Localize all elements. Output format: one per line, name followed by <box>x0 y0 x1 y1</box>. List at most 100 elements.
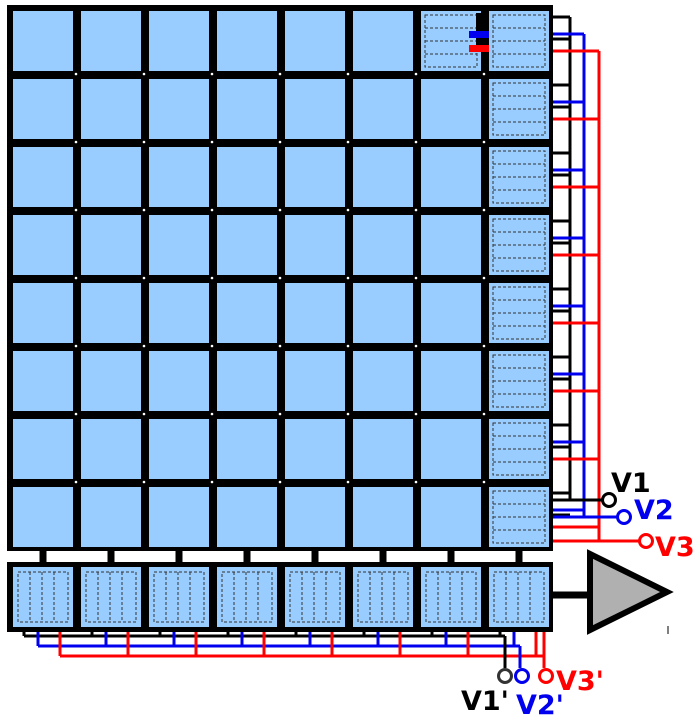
grid-node <box>74 344 78 348</box>
pixel <box>353 487 413 547</box>
grid-node <box>74 72 78 76</box>
pixel <box>149 79 209 139</box>
grid-node <box>346 208 350 212</box>
terminal-v1 <box>601 492 617 508</box>
pixel <box>353 147 413 207</box>
pixel <box>285 487 345 547</box>
grid-node <box>482 208 486 212</box>
pixel <box>149 419 209 479</box>
grid-node <box>74 208 78 212</box>
grid-node <box>414 208 418 212</box>
label-v3: V3 <box>655 532 695 563</box>
label-v2-prime: V2' <box>516 690 564 717</box>
pixel <box>149 283 209 343</box>
grid-node <box>142 412 146 416</box>
grid-node <box>346 140 350 144</box>
pixel <box>217 11 277 71</box>
grid-node <box>278 72 282 76</box>
grid-node <box>346 276 350 280</box>
register-gate-outline <box>85 571 137 623</box>
register-gate-outline <box>493 571 545 623</box>
serial-clock-bus <box>22 628 546 668</box>
register-gate-outline <box>221 571 273 623</box>
output-amplifier <box>553 549 674 635</box>
grid-node <box>414 412 418 416</box>
pixel <box>421 215 481 275</box>
pixel <box>149 487 209 547</box>
grid-node <box>210 344 214 348</box>
label-v1: V1 <box>611 468 651 499</box>
grid-node <box>210 276 214 280</box>
pixel <box>421 79 481 139</box>
terminal-v3-prime <box>538 668 554 684</box>
pixel-grid <box>7 5 553 551</box>
register-cell <box>421 567 481 627</box>
grid-node <box>278 480 282 484</box>
pixel <box>421 283 481 343</box>
grid-node <box>482 480 486 484</box>
register-gate-outline <box>153 571 205 623</box>
terminal-v3 <box>638 533 654 549</box>
pixel <box>421 487 481 547</box>
pixel <box>81 215 141 275</box>
column-clock-bus <box>553 15 641 543</box>
register-gate-outline <box>425 571 477 623</box>
pixel <box>353 419 413 479</box>
grid-node <box>210 412 214 416</box>
pixel <box>149 351 209 411</box>
grid-node <box>142 72 146 76</box>
pixel <box>13 79 73 139</box>
grid-node <box>482 412 486 416</box>
pixel <box>421 419 481 479</box>
clock-terminals <box>497 492 654 684</box>
label-v2: V2 <box>634 495 674 526</box>
grid-node <box>414 72 418 76</box>
pixel <box>13 487 73 547</box>
register-cell <box>353 567 413 627</box>
pixel <box>81 487 141 547</box>
grid-node <box>74 412 78 416</box>
pixel <box>13 11 73 71</box>
pixel <box>149 11 209 71</box>
pixel <box>285 215 345 275</box>
pixel <box>217 283 277 343</box>
register-cell <box>285 567 345 627</box>
register-cell <box>489 567 549 627</box>
grid-node <box>210 480 214 484</box>
register-gate-outline <box>289 571 341 623</box>
pixel <box>149 215 209 275</box>
pixel <box>149 147 209 207</box>
electrode-v2 <box>469 31 489 38</box>
pixel <box>285 419 345 479</box>
pixel <box>353 351 413 411</box>
grid-node <box>74 140 78 144</box>
label-v1-prime: V1' <box>461 686 509 717</box>
grid-node <box>482 276 486 280</box>
register-cell <box>149 567 209 627</box>
amplifier-triangle <box>587 549 674 635</box>
pixel <box>13 147 73 207</box>
pixel <box>285 147 345 207</box>
pixel <box>81 283 141 343</box>
pixel <box>217 351 277 411</box>
pixel <box>13 215 73 275</box>
pixel <box>81 419 141 479</box>
grid-node <box>414 140 418 144</box>
register-cell <box>217 567 277 627</box>
register-gate-outline <box>17 571 69 623</box>
pixel <box>217 487 277 547</box>
grid-node <box>278 208 282 212</box>
grid-node <box>482 344 486 348</box>
pixel <box>285 11 345 71</box>
label-v3-prime: V3' <box>556 666 604 697</box>
grid-node <box>210 208 214 212</box>
register-cell <box>13 567 73 627</box>
grid-node <box>142 208 146 212</box>
grid-node <box>74 276 78 280</box>
grid-node <box>210 72 214 76</box>
pixel <box>13 419 73 479</box>
grid-node <box>142 344 146 348</box>
pixel <box>353 215 413 275</box>
pixel <box>217 419 277 479</box>
pixel <box>285 351 345 411</box>
